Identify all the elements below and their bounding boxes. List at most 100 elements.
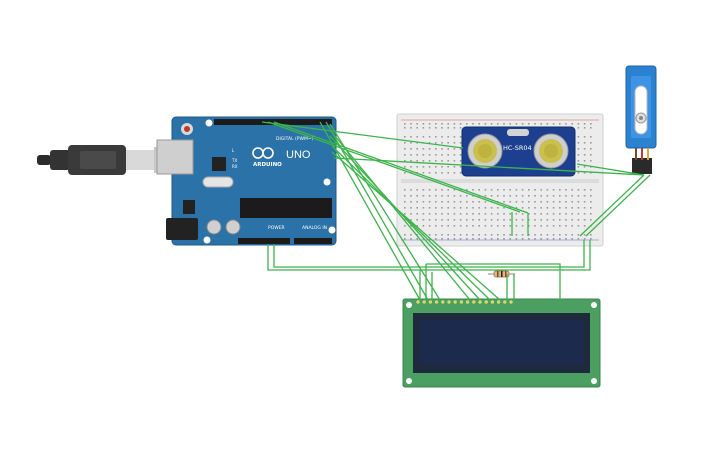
resistor-icon[interactable]: [488, 270, 515, 278]
breadboard-hole: [577, 160, 580, 162]
breadboard-hole: [565, 213, 567, 215]
breadboard-hole: [546, 207, 549, 209]
breadboard-hole: [422, 219, 425, 221]
breadboard-hole: [466, 219, 468, 221]
breadboard-hole: [478, 213, 480, 215]
breadboard-hole: [472, 238, 474, 240]
breadboard-hole: [410, 201, 412, 203]
breadboard-hole: [590, 219, 592, 221]
breadboard-hole: [497, 189, 499, 191]
breadboard-hole: [410, 207, 412, 209]
breadboard-hole: [422, 127, 425, 129]
breadboard-hole: [453, 195, 456, 197]
breadboard-hole: [441, 172, 443, 174]
breadboard-hole: [441, 189, 443, 191]
breadboard-hole: [404, 136, 406, 138]
breadboard-hole: [590, 154, 592, 156]
breadboard-hole: [590, 238, 592, 240]
breadboard-hole: [503, 189, 505, 191]
breadboard-hole: [447, 123, 449, 125]
breadboard-hole: [435, 172, 437, 174]
breadboard-hole: [410, 160, 412, 162]
breadboard-hole: [583, 225, 586, 227]
breadboard-hole: [490, 189, 493, 191]
usb-cable-icon[interactable]: [37, 145, 176, 175]
breadboard-hole: [577, 225, 580, 227]
breadboard-hole: [571, 195, 573, 197]
breadboard-hole: [466, 213, 468, 215]
servo-motor-icon[interactable]: [625, 65, 657, 174]
breadboard-hole: [546, 234, 549, 236]
breadboard-hole: [521, 234, 524, 236]
breadboard-hole: [447, 238, 449, 240]
breadboard-hole: [459, 148, 462, 150]
breadboard-hole: [459, 172, 462, 174]
breadboard-hole: [565, 201, 567, 203]
breadboard-hole: [447, 166, 449, 168]
breadboard-hole: [528, 123, 530, 125]
breadboard-hole: [441, 238, 443, 240]
wire: [261, 121, 464, 149]
breadboard-hole: [509, 195, 511, 197]
breadboard-hole: [416, 213, 418, 215]
breadboard-hole: [447, 127, 449, 129]
breadboard-hole: [435, 166, 437, 168]
lcd-pin: [416, 300, 420, 304]
breadboard-hole: [583, 207, 586, 209]
breadboard-hole: [528, 189, 530, 191]
breadboard-hole: [404, 207, 406, 209]
breadboard-hole: [503, 238, 505, 240]
breadboard-hole: [472, 225, 474, 227]
analog-header-label: ANALOG IN: [302, 225, 327, 231]
breadboard-hole: [546, 219, 549, 221]
breadboard-hole: [447, 160, 449, 162]
lcd-pin: [509, 300, 513, 304]
breadboard-hole: [447, 225, 449, 227]
breadboard-hole: [521, 189, 524, 191]
breadboard-hole: [435, 123, 437, 125]
breadboard-hole: [497, 195, 499, 197]
breadboard-hole: [534, 213, 536, 215]
breadboard-hole: [583, 154, 586, 156]
breadboard-hole: [410, 189, 412, 191]
breadboard-hole: [521, 207, 524, 209]
breadboard-hole: [509, 213, 511, 215]
breadboard-hole: [416, 189, 418, 191]
breadboard-hole: [583, 219, 586, 221]
breadboard-hole: [509, 123, 511, 125]
arduino-uno-board[interactable]: ARDUINO UNO DIGITAL (PWM~) POWER ANALOG …: [156, 116, 337, 246]
breadboard-hole: [428, 142, 431, 144]
breadboard-hole: [459, 201, 462, 203]
breadboard-hole: [453, 219, 456, 221]
breadboard-hole: [428, 207, 431, 209]
breadboard-hole: [583, 189, 586, 191]
breadboard-hole: [534, 195, 536, 197]
breadboard-hole: [509, 201, 511, 203]
lcd-16x2-display[interactable]: [402, 298, 601, 388]
breadboard-hole: [422, 166, 425, 168]
breadboard-hole: [484, 201, 487, 203]
breadboard-hole: [447, 154, 449, 156]
breadboard-hole: [441, 225, 443, 227]
breadboard-hole: [435, 127, 437, 129]
breadboard-hole: [447, 136, 449, 138]
lcd-pin: [428, 300, 433, 304]
breadboard-hole: [459, 189, 462, 191]
breadboard-hole: [453, 127, 456, 129]
breadboard-hole: [466, 238, 468, 240]
ultrasonic-sensor[interactable]: HC-SR04: [461, 126, 576, 177]
breadboard-hole: [441, 166, 443, 168]
breadboard-hole: [552, 238, 555, 240]
breadboard-hole: [540, 189, 542, 191]
breadboard-hole: [546, 213, 549, 215]
breadboard-hole: [410, 213, 412, 215]
breadboard-hole: [521, 195, 524, 197]
breadboard-hole: [466, 207, 468, 209]
breadboard-hole: [459, 123, 462, 125]
breadboard-hole: [472, 219, 474, 221]
breadboard-hole: [472, 234, 474, 236]
breadboard-hole: [503, 219, 505, 221]
breadboard-hole: [577, 172, 580, 174]
lcd-pin: [472, 300, 476, 304]
breadboard-hole: [428, 172, 431, 174]
